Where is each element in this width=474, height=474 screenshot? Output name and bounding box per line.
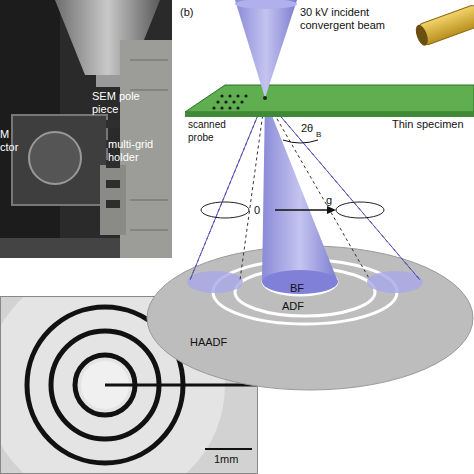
- stem-schematic: [147, 0, 474, 390]
- part-label: multi-grid holder: [108, 138, 168, 164]
- spot-label: g: [326, 194, 338, 207]
- scale-label: 1mm: [214, 453, 254, 466]
- part-label: M ctor: [0, 128, 28, 154]
- part-label: 30 kV incident convergent beam: [300, 6, 392, 32]
- angle-label: B: [316, 128, 326, 141]
- detector-label: HAADF: [190, 336, 240, 349]
- part-label: scanned probe: [188, 118, 232, 144]
- part-label: SEM pole piece: [92, 90, 154, 116]
- chamber-photo: [0, 0, 172, 258]
- spot-label: 0: [254, 204, 266, 217]
- panel-label: (b): [180, 6, 210, 19]
- part-label: Thin specimen: [392, 118, 472, 131]
- detector-label: BF: [290, 282, 314, 295]
- detector-label: ADF: [282, 300, 312, 313]
